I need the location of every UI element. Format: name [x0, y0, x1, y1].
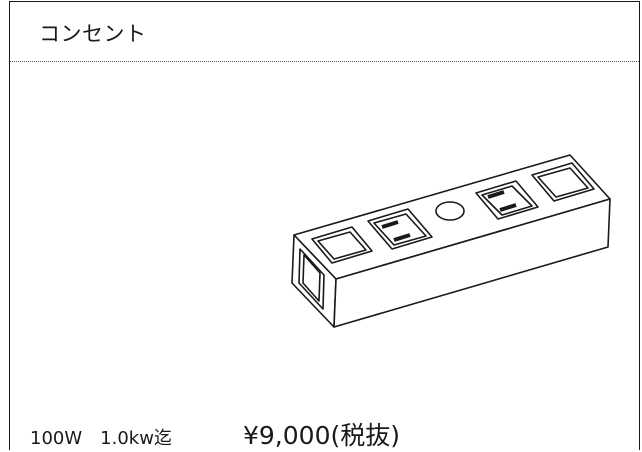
spec-text: 100W 1.0kw迄: [30, 428, 172, 449]
power-strip-outlet-icon: [291, 154, 611, 328]
card-header: コンセント: [10, 2, 639, 62]
product-title: コンセント: [39, 22, 147, 46]
price-text: ¥9,000(税抜): [243, 421, 400, 450]
product-card: コンセント: [9, 1, 640, 450]
